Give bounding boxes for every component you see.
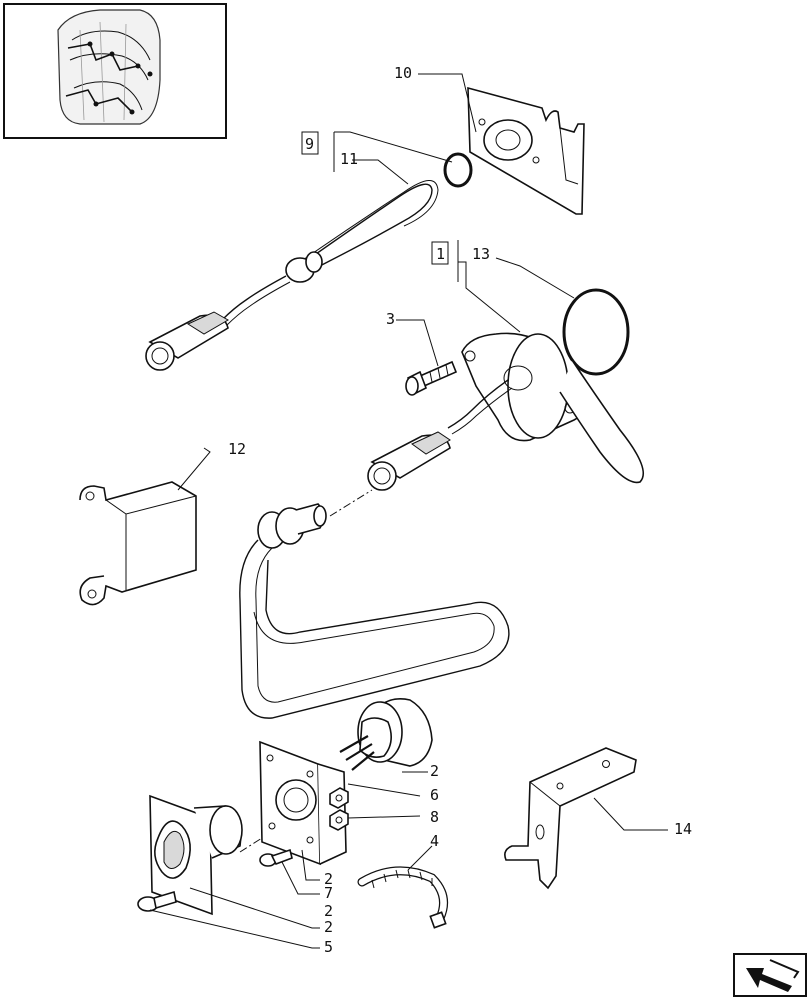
callout-2-plate[interactable]: 2 [324,870,333,888]
callout-4[interactable]: 4 [430,832,439,850]
callout-6[interactable]: 6 [430,786,439,804]
screw-5 [137,890,177,912]
callout-5[interactable]: 5 [324,938,333,956]
leader-lines [149,73,668,949]
bracket-12 [79,481,197,606]
callout-3[interactable]: 3 [386,310,395,328]
alignment-line [329,489,373,517]
nut-6 [329,787,349,809]
plate-bracket-10 [467,86,585,215]
callout-13[interactable]: 13 [472,245,490,263]
callout-9[interactable]: 9 [305,135,314,153]
callout-12[interactable]: 12 [228,440,246,458]
callout-11[interactable]: 11 [340,150,358,168]
o-ring-small-9 [443,152,473,188]
callout-2-plate-lower[interactable]: 2 [324,902,333,920]
callout-box-1 [431,241,449,265]
trailer-socket-2 [149,794,263,916]
callout-7[interactable]: 7 [324,884,333,902]
lamp-housing-1 [367,332,644,491]
bracket-14 [504,747,637,890]
screw-7 [259,848,293,867]
callout-2-cable[interactable]: 2 [430,762,439,780]
cable-tie-4 [357,866,449,929]
wiring-harness-thumbnail-icon[interactable] [3,3,227,139]
o-ring-large-13 [562,288,630,376]
callout-14[interactable]: 14 [674,820,692,838]
callout-2-socket[interactable]: 2 [324,918,333,936]
callout-10[interactable]: 10 [394,64,412,82]
arrow-next-icon[interactable] [733,953,807,997]
extension-cable-2 [239,503,510,771]
callout-box-9 [301,131,319,155]
mounting-plate-2 [259,740,347,866]
bolt-3 [405,360,458,396]
nut-8 [329,809,349,831]
callout-1[interactable]: 1 [436,245,445,263]
callout-8[interactable]: 8 [430,808,439,826]
lamp-cable-11 [145,180,439,371]
